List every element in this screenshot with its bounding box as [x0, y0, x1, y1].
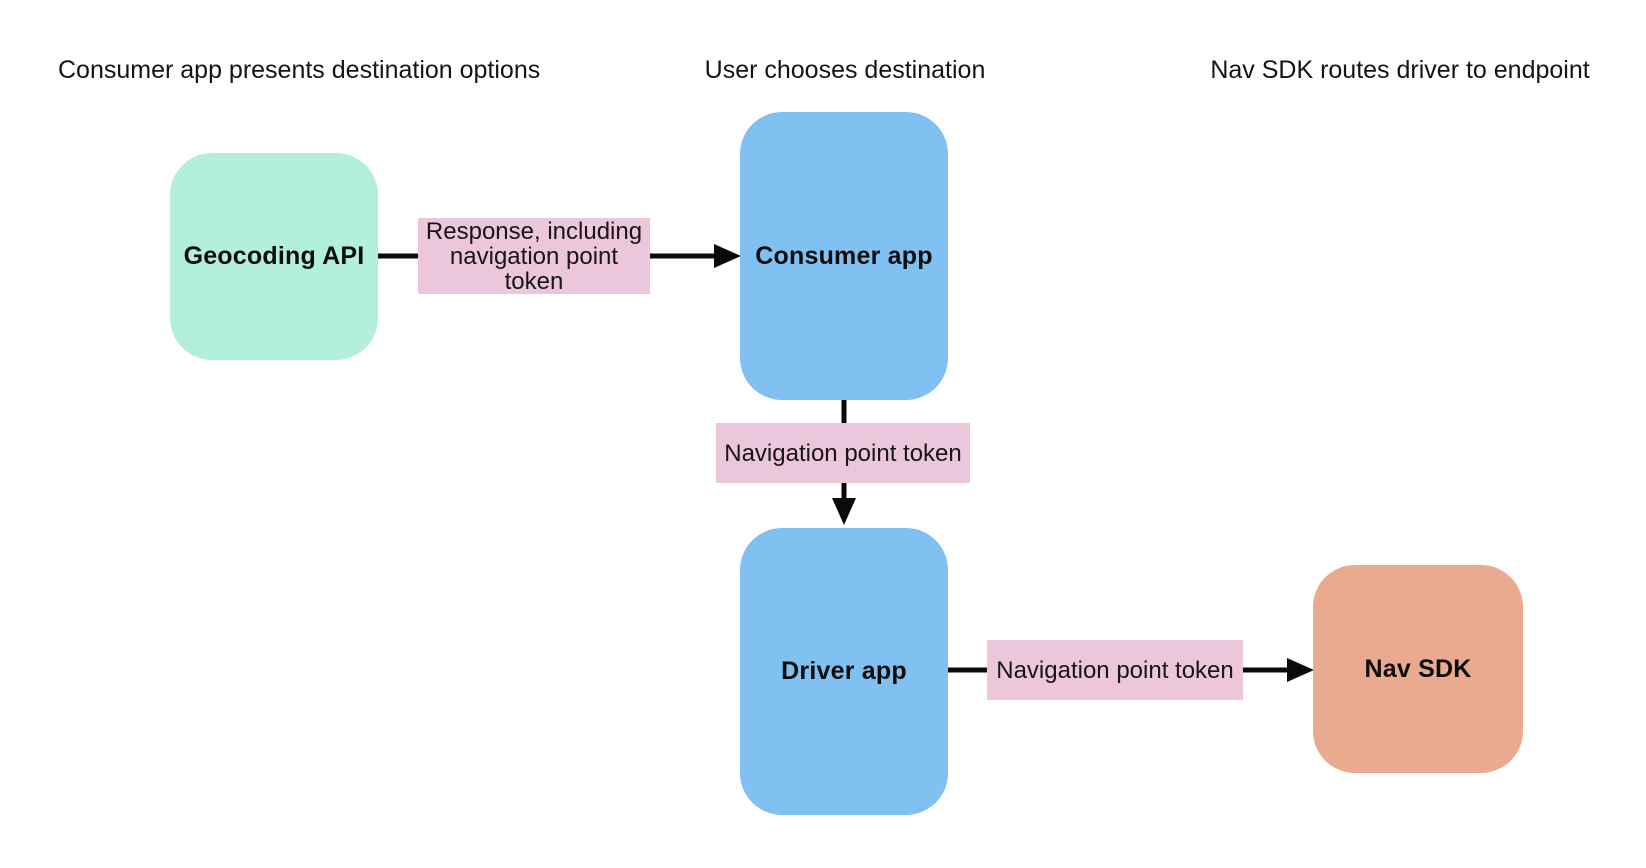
node-consumer-app: Consumer app	[740, 112, 948, 400]
phase-header-consumer-presents: Consumer app presents destination option…	[58, 56, 541, 84]
edge-label-response-including-token: Response, including navigation point tok…	[418, 218, 650, 294]
node-consumer-app-label: Consumer app	[755, 241, 933, 270]
node-nav-sdk-label: Nav SDK	[1364, 654, 1472, 683]
node-driver-app-label: Driver app	[781, 657, 907, 685]
node-geocoding-api: Geocoding API	[170, 153, 378, 360]
node-driver-app: Driver app	[740, 528, 948, 815]
node-nav-sdk: Nav SDK	[1313, 565, 1523, 773]
node-geocoding-api-label: Geocoding API	[183, 242, 365, 270]
arrowhead-down-icon	[832, 498, 856, 525]
arrowhead-right-icon	[1287, 658, 1314, 682]
edge-label-navigation-point-token-1: Navigation point token	[716, 423, 970, 483]
phase-header-nav-sdk-routes: Nav SDK routes driver to endpoint	[1210, 56, 1590, 84]
arrowhead-right-icon	[714, 244, 741, 268]
phase-header-user-chooses: User chooses destination	[704, 56, 986, 84]
edge-label-navigation-point-token-2: Navigation point token	[987, 640, 1243, 700]
